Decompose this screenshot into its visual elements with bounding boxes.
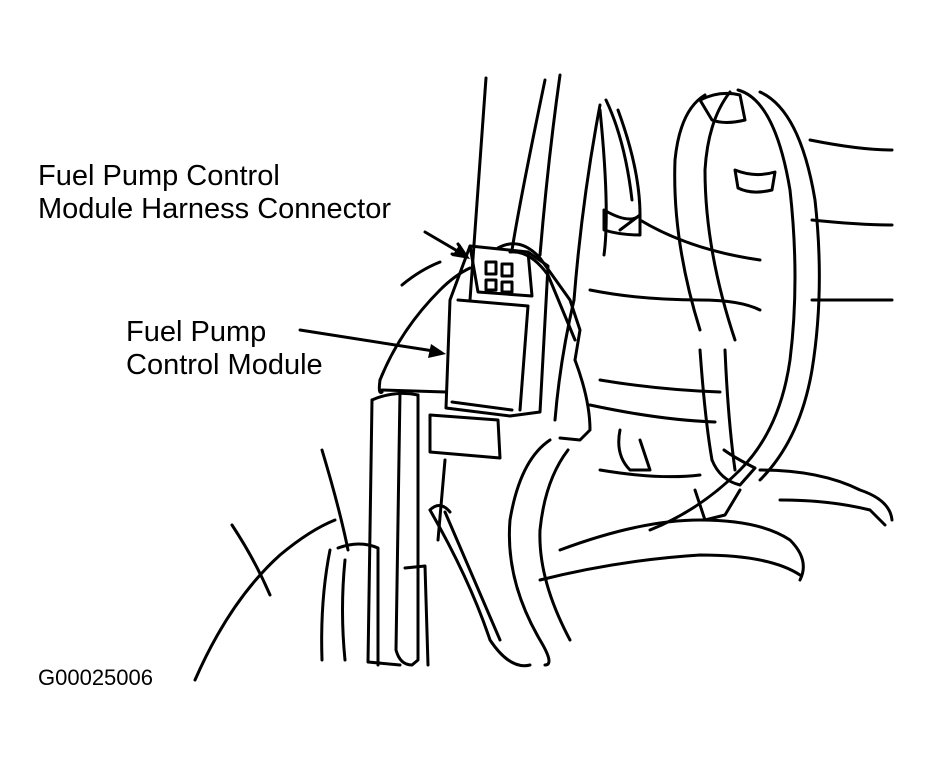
connector-label-line1: Fuel Pump Control (38, 160, 280, 192)
figure-id: G00025006 (38, 665, 153, 690)
leader-arrows (298, 230, 470, 358)
lower-components (428, 428, 894, 668)
control-module-body (444, 242, 592, 442)
module-label-line1: Fuel Pump (126, 316, 267, 348)
mounting-bracket (366, 260, 502, 667)
hoses (588, 88, 894, 532)
pulley (193, 448, 430, 682)
connector-label-line2: Module Harness Connector (38, 193, 392, 225)
module-label-line2: Control Module (126, 349, 323, 381)
